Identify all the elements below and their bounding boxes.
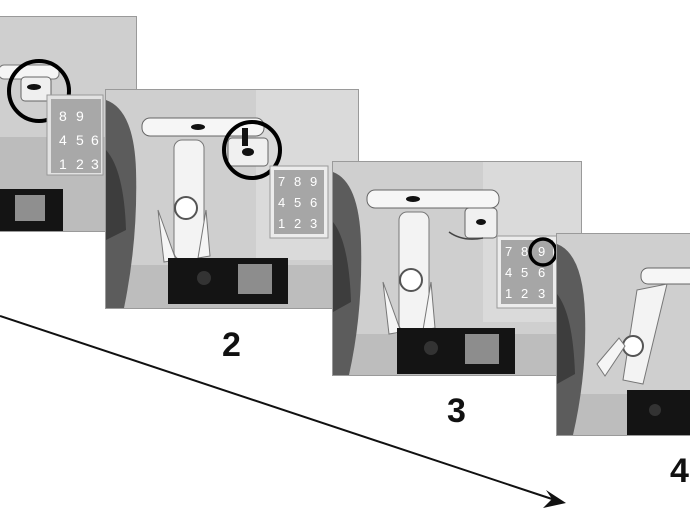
keypad-key: 6 <box>310 195 317 210</box>
keypad-key: 5 <box>294 195 301 210</box>
keypad-key: 8 <box>521 244 528 259</box>
keypad-key: 9 <box>310 174 317 189</box>
arrowhead-icon <box>543 490 566 508</box>
step-label-3: 3 <box>447 392 466 430</box>
keypad-frame-1: 8 9 4 5 6 1 2 3 <box>51 99 101 173</box>
keypad-frame-2: 7 8 9 4 5 6 1 2 3 <box>274 170 324 234</box>
keypad-key: 2 <box>294 216 301 231</box>
gripper-highlight-circle <box>222 120 282 180</box>
keypad-key: 9 <box>538 244 545 259</box>
keypad-key: 2 <box>76 156 84 172</box>
keypad-key: 3 <box>91 156 99 172</box>
gripper-highlight-circle <box>7 59 71 123</box>
robot-arm-photo-3: 7 8 9 4 5 6 1 2 3 <box>333 162 581 375</box>
keypad-key: 6 <box>91 132 99 148</box>
keypad-key: 9 <box>76 108 84 124</box>
keypad-key: 3 <box>310 216 317 231</box>
keypad-key: 7 <box>505 244 512 259</box>
photo-frame-4 <box>556 233 690 436</box>
keypad-key: 1 <box>59 156 67 172</box>
keypad-key: 5 <box>521 265 528 280</box>
keypad-key: 5 <box>76 132 84 148</box>
keypad-key: 8 <box>59 108 67 124</box>
keypad-key: 4 <box>59 132 67 148</box>
keypad-key: 1 <box>505 286 512 301</box>
step-label-2: 2 <box>222 326 241 364</box>
robot-arm-photo-1: 8 9 4 5 6 1 2 3 <box>0 17 136 231</box>
keypad-frame-3: 7 8 9 4 5 6 1 2 3 <box>501 240 553 304</box>
keypad-key: 4 <box>505 265 512 280</box>
keypad-key: 6 <box>538 265 545 280</box>
photo-frame-1: 8 9 4 5 6 1 2 3 <box>0 16 137 232</box>
keypad-key: 8 <box>294 174 301 189</box>
step-label-4: 4 <box>670 452 689 490</box>
photo-frame-3: 7 8 9 4 5 6 1 2 3 <box>332 161 582 376</box>
keypad-key: 1 <box>278 216 285 231</box>
keypad-key: 4 <box>278 195 285 210</box>
keypad-key: 2 <box>521 286 528 301</box>
keypad-key: 3 <box>538 286 545 301</box>
robot-arm-photo-4 <box>557 234 690 435</box>
keypad-key: 7 <box>278 174 285 189</box>
